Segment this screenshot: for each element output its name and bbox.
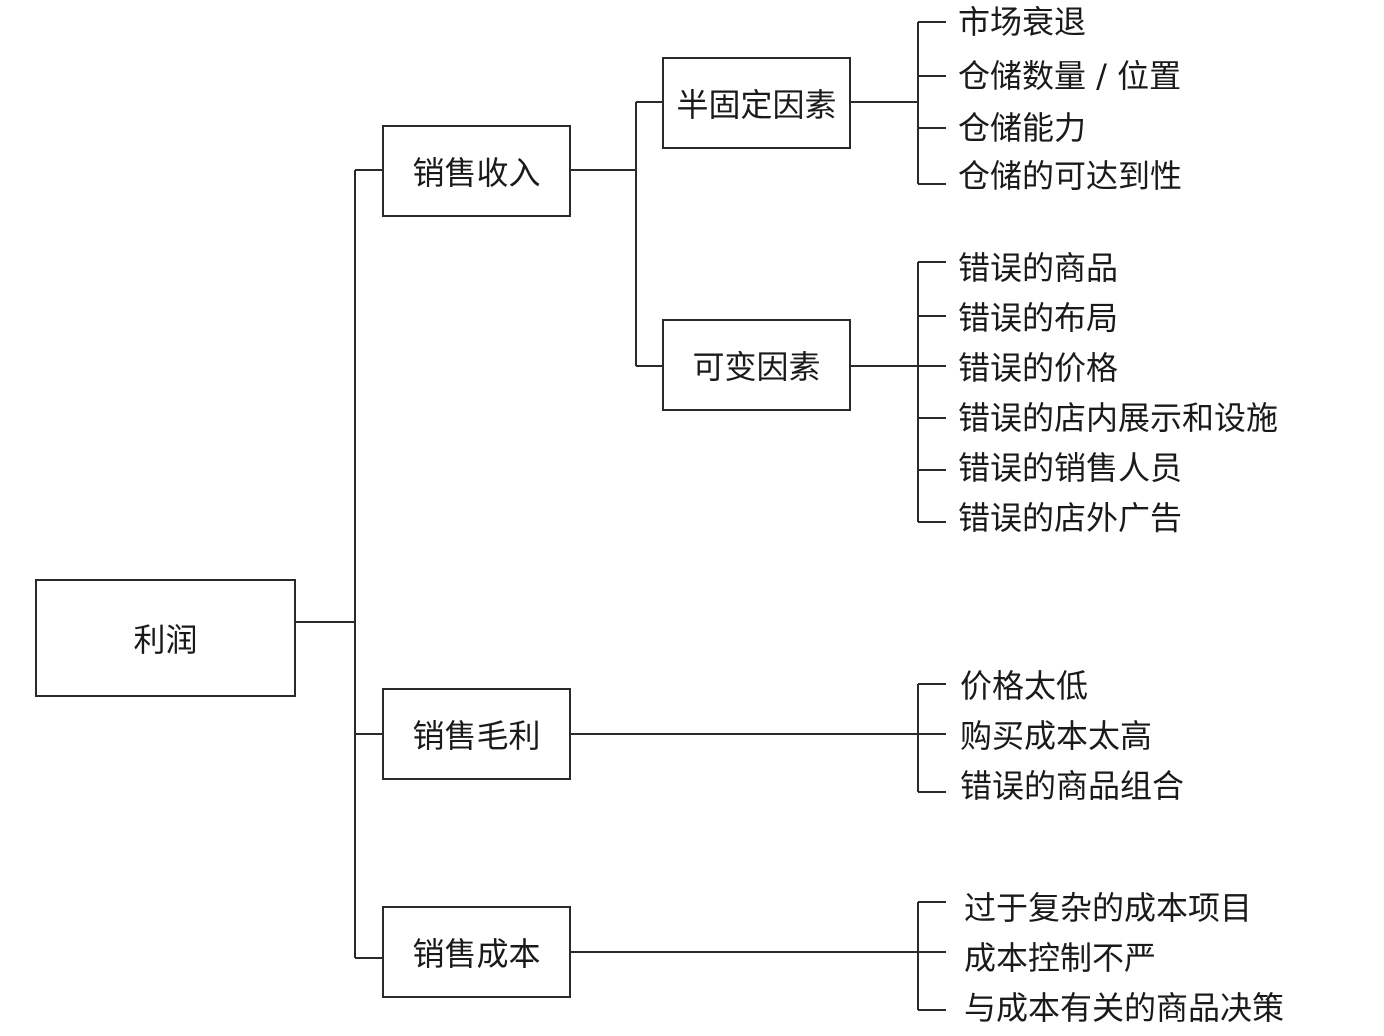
leaf-item: 仓储能力 — [958, 109, 1087, 147]
leaf-item: 与成本有关的商品决策 — [964, 989, 1285, 1027]
leaf-item: 市场衰退 — [958, 3, 1087, 41]
leaf-item: 错误的商品组合 — [960, 767, 1185, 805]
leaf-item: 错误的商品 — [958, 249, 1119, 287]
root-label: 利润 — [133, 621, 198, 659]
leaf-item: 过于复杂的成本项目 — [964, 889, 1253, 927]
margin-node: 销售毛利 — [382, 688, 571, 780]
leaf-item: 错误的店内展示和设施 — [958, 399, 1279, 437]
variable-label: 可变因素 — [692, 348, 821, 386]
leaf-item: 仓储的可达到性 — [958, 157, 1183, 195]
cost-node: 销售成本 — [382, 906, 571, 998]
variable-node: 可变因素 — [662, 319, 851, 411]
semifixed-label: 半固定因素 — [676, 86, 837, 124]
margin-label: 销售毛利 — [412, 717, 541, 755]
leaf-item: 价格太低 — [960, 667, 1089, 705]
cost-label: 销售成本 — [412, 935, 541, 973]
revenue-node: 销售收入 — [382, 125, 571, 217]
leaf-item: 错误的销售人员 — [958, 449, 1183, 487]
leaf-item: 错误的布局 — [958, 299, 1119, 337]
revenue-label: 销售收入 — [412, 154, 541, 192]
leaf-item: 错误的店外广告 — [958, 499, 1183, 537]
leaf-item: 仓储数量 / 位置 — [958, 57, 1182, 95]
leaf-item: 成本控制不严 — [964, 939, 1157, 977]
semifixed-node: 半固定因素 — [662, 57, 851, 149]
leaf-item: 错误的价格 — [958, 349, 1119, 387]
root-node: 利润 — [35, 579, 296, 697]
leaf-item: 购买成本太高 — [960, 717, 1153, 755]
